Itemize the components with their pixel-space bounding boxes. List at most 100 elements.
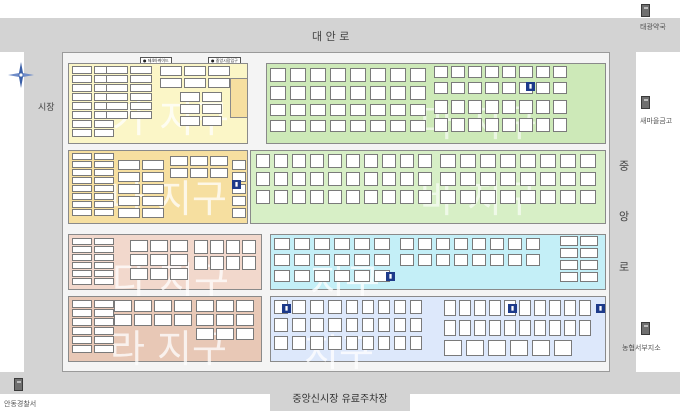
store-cell[interactable] [94, 201, 114, 208]
store-cell[interactable] [346, 154, 360, 168]
store-cell[interactable] [208, 78, 230, 88]
store-cell[interactable] [72, 327, 92, 335]
store-cell[interactable] [330, 104, 346, 116]
store-cell[interactable] [170, 240, 188, 252]
store-cell[interactable] [242, 256, 256, 270]
store-cell[interactable] [334, 270, 350, 282]
store-cell[interactable] [94, 129, 114, 137]
store-cell[interactable] [72, 201, 92, 208]
store-cell[interactable] [174, 314, 192, 326]
store-cell[interactable] [502, 66, 516, 78]
store-cell[interactable] [114, 314, 132, 326]
store-cell[interactable] [526, 254, 540, 266]
store-cell[interactable] [354, 254, 370, 266]
store-cell[interactable] [468, 100, 482, 114]
store-cell[interactable] [106, 111, 128, 119]
store-cell[interactable] [579, 320, 591, 336]
store-cell[interactable] [444, 340, 462, 356]
store-cell[interactable] [440, 154, 456, 168]
store-cell[interactable] [418, 154, 432, 168]
store-cell[interactable] [130, 102, 152, 110]
store-cell[interactable] [114, 300, 132, 312]
store-cell[interactable] [502, 100, 516, 114]
store-cell[interactable] [130, 84, 152, 92]
store-cell[interactable] [346, 190, 360, 204]
store-cell[interactable] [468, 118, 482, 132]
store-cell[interactable] [564, 320, 576, 336]
store-cell[interactable] [196, 300, 214, 312]
store-cell[interactable] [208, 66, 230, 76]
store-cell[interactable] [454, 254, 468, 266]
store-cell[interactable] [216, 300, 234, 312]
store-cell[interactable] [72, 102, 92, 110]
store-cell[interactable] [72, 93, 92, 101]
store-cell[interactable] [334, 254, 350, 266]
store-cell[interactable] [274, 270, 290, 282]
store-cell[interactable] [314, 254, 330, 266]
store-cell[interactable] [330, 120, 346, 132]
store-cell[interactable] [500, 190, 516, 204]
store-cell[interactable] [460, 154, 476, 168]
store-cell[interactable] [472, 238, 486, 250]
store-cell[interactable] [236, 328, 254, 340]
store-cell[interactable] [410, 300, 422, 314]
store-cell[interactable] [560, 248, 578, 258]
store-cell[interactable] [334, 238, 350, 250]
store-cell[interactable] [451, 118, 465, 132]
store-cell[interactable] [434, 66, 448, 78]
store-cell[interactable] [382, 190, 396, 204]
store-cell[interactable] [130, 254, 148, 266]
store-cell[interactable] [553, 100, 567, 114]
store-cell[interactable] [274, 318, 288, 332]
store-cell[interactable] [370, 86, 386, 100]
store-cell[interactable] [94, 336, 114, 344]
store-cell[interactable] [502, 118, 516, 132]
store-cell[interactable] [196, 328, 214, 340]
store-cell[interactable] [292, 318, 306, 332]
store-cell[interactable] [520, 172, 536, 186]
store-cell[interactable] [418, 172, 432, 186]
store-cell[interactable] [534, 300, 546, 316]
store-cell[interactable] [444, 300, 456, 316]
store-cell[interactable] [292, 172, 306, 186]
store-cell[interactable] [580, 172, 596, 186]
store-cell[interactable] [394, 300, 406, 314]
store-cell[interactable] [532, 340, 550, 356]
store-cell[interactable] [390, 104, 406, 116]
store-cell[interactable] [72, 153, 92, 160]
store-cell[interactable] [150, 240, 168, 252]
store-cell[interactable] [118, 196, 140, 206]
store-cell[interactable] [292, 154, 306, 168]
store-cell[interactable] [579, 300, 591, 316]
store-cell[interactable] [485, 66, 499, 78]
store-cell[interactable] [418, 254, 432, 266]
store-cell[interactable] [468, 82, 482, 94]
store-cell[interactable] [328, 300, 342, 314]
store-cell[interactable] [142, 196, 164, 206]
store-cell[interactable] [142, 208, 164, 218]
store-cell[interactable] [370, 120, 386, 132]
store-cell[interactable] [364, 172, 378, 186]
store-cell[interactable] [270, 104, 286, 116]
store-cell[interactable] [274, 190, 288, 204]
store-cell[interactable] [374, 238, 390, 250]
store-cell[interactable] [485, 118, 499, 132]
store-cell[interactable] [94, 209, 114, 216]
store-cell[interactable] [210, 240, 224, 254]
store-cell[interactable] [194, 256, 208, 270]
store-cell[interactable] [180, 92, 200, 102]
store-cell[interactable] [72, 161, 92, 168]
store-cell[interactable] [226, 256, 240, 270]
store-cell[interactable] [520, 154, 536, 168]
store-cell[interactable] [94, 246, 114, 253]
store-cell[interactable] [350, 68, 366, 82]
store-cell[interactable] [210, 156, 228, 166]
store-cell[interactable] [350, 120, 366, 132]
store-cell[interactable] [434, 100, 448, 114]
store-cell[interactable] [418, 190, 432, 204]
store-cell[interactable] [142, 184, 164, 194]
store-cell[interactable] [474, 320, 486, 336]
store-cell[interactable] [362, 300, 374, 314]
store-cell[interactable] [560, 172, 576, 186]
store-cell[interactable] [194, 240, 208, 254]
